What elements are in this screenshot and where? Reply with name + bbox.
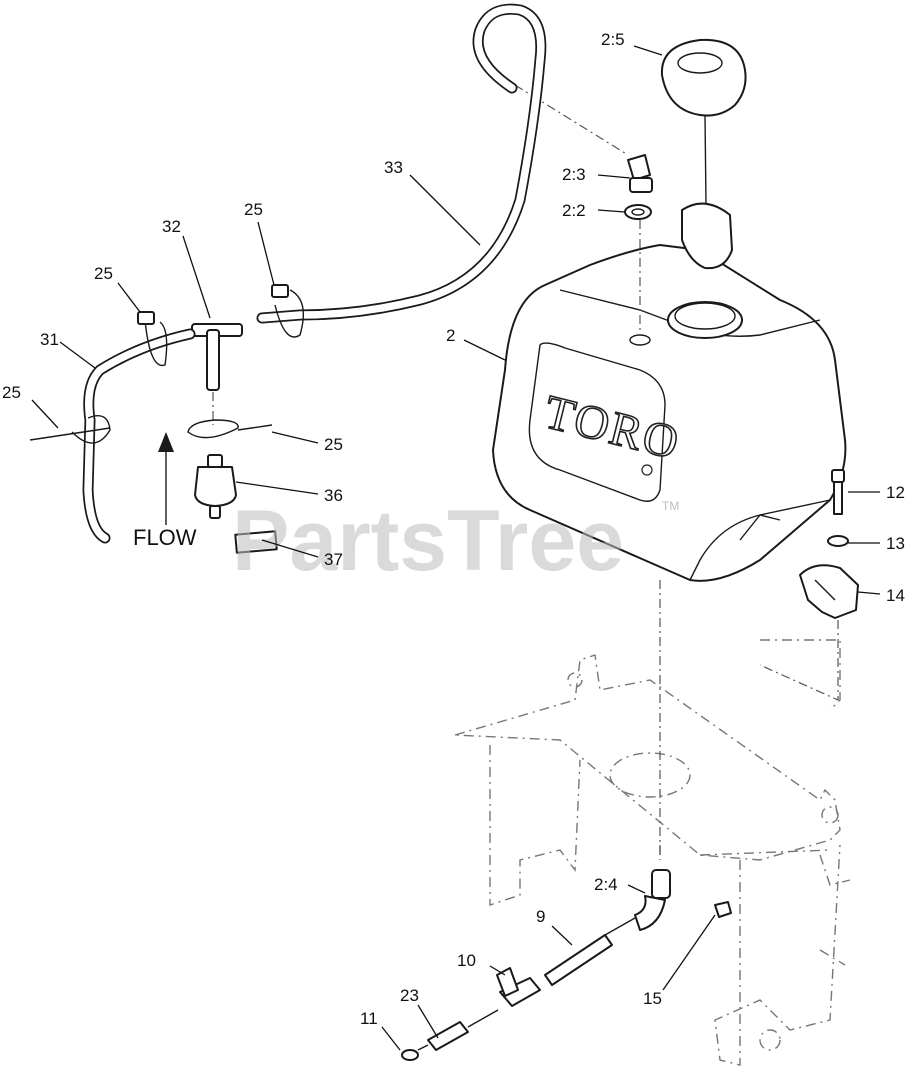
callout-labels: 2:5 2:3 2:2 2 33 32 25 25 31 25 25 36 37… — [2, 30, 905, 1028]
label-cable-tie-far-left: 25 — [2, 383, 21, 402]
flow-label: FLOW — [133, 525, 197, 550]
label-vent-fitting: 2:3 — [562, 165, 586, 184]
label-cable-tie-filter: 25 — [324, 435, 343, 454]
tank-bracket — [799, 564, 859, 619]
decal — [234, 530, 278, 554]
watermark-tm: TM — [662, 499, 679, 513]
label-cable-tie-left: 25 — [94, 264, 113, 283]
flow-arrow: FLOW — [133, 432, 197, 550]
fuel-tank: TORO — [492, 244, 847, 582]
label-hose-short: 23 — [400, 986, 419, 1005]
washer — [827, 535, 849, 547]
cable-ties — [29, 284, 304, 444]
label-vent-hose: 33 — [384, 158, 403, 177]
shutoff-valve — [496, 967, 541, 1007]
hose-clamp — [401, 1044, 429, 1061]
fuel-hose-lower — [544, 917, 636, 986]
label-fuel-hose-left: 31 — [40, 330, 59, 349]
nut — [714, 901, 732, 918]
label-shutoff-valve: 10 — [457, 951, 476, 970]
bolt — [831, 469, 845, 515]
label-tee-fitting: 32 — [162, 217, 181, 236]
label-fuel-tank: 2 — [446, 326, 455, 345]
label-washer: 13 — [886, 534, 905, 553]
callout-leaders — [31, 45, 881, 1051]
label-cable-tie-upper: 25 — [244, 200, 263, 219]
label-bolt: 12 — [886, 483, 905, 502]
elbow-fitting — [634, 869, 671, 931]
label-fuel-cap: 2:5 — [601, 30, 625, 49]
label-decal: 37 — [324, 550, 343, 569]
hose-short — [427, 1009, 499, 1051]
label-elbow-fitting: 2:4 — [594, 875, 618, 894]
fuel-filter — [194, 454, 237, 519]
label-fuel-hose-lower: 9 — [536, 907, 545, 926]
fuel-hose-left — [82, 328, 196, 544]
grommet — [624, 204, 652, 220]
label-hose-clamp: 11 — [360, 1009, 378, 1028]
label-nut: 15 — [643, 989, 662, 1008]
tee-fitting — [191, 323, 243, 425]
label-tank-bracket: 14 — [886, 586, 905, 605]
watermark: PartsTree — [232, 493, 624, 589]
label-grommet: 2:2 — [562, 201, 586, 220]
fuel-cap — [660, 38, 747, 270]
vent-hose — [256, 3, 547, 324]
vent-fitting — [627, 154, 653, 193]
label-fuel-filter: 36 — [324, 486, 343, 505]
